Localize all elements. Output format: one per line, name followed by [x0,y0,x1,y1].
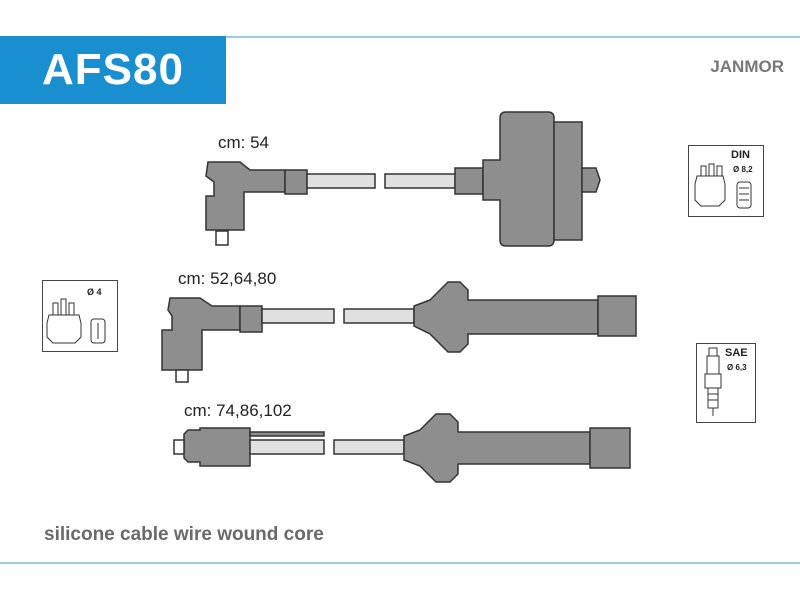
distributor-cap-din-icon [694,163,752,209]
cable-2-wire-right [343,308,415,324]
distributor-size: Ø 4 [87,287,102,297]
cable-3-straight-boot [183,427,251,467]
cable-2-plug-end [597,295,637,337]
cable-3-plug-boot [403,413,591,483]
cable-3-plug-end [589,427,631,469]
brand-name: JANMOR [710,57,784,76]
top-divider [226,36,800,38]
cable-1 [205,111,601,247]
distributor-cap-icon [46,298,106,344]
cable-1-coil-body [553,121,583,241]
cable-3-length-label: cm: 74,86,102 [184,401,292,420]
cable-3 [173,413,631,483]
din-size: Ø 8,2 [733,165,753,174]
cable-2-angled-boot [161,297,241,371]
cable-1-coil-tip [581,167,601,193]
cable-2-plug-boot [413,281,599,353]
cable-spec-text: silicone cable wire wound core [44,524,324,545]
cable-1-boot-ring [284,169,308,195]
din-tag: DIN [731,149,750,161]
cable-1-angled-boot [205,161,286,231]
cable-1-terminal [215,230,229,246]
sae-spark-plug-box: SAE Ø 6,3 [696,343,756,423]
part-code-badge: AFS80 [0,36,226,104]
cable-1-length-label: cm: 54 [218,133,270,152]
part-code: AFS80 [42,45,184,94]
cable-3-boot-ring [249,431,325,437]
cable-1-wire-right [384,173,456,189]
cable-2-length-label: cm: 52,64,80 [178,269,277,288]
cable-1-collar [454,167,484,195]
cable-1-wire-left [306,173,376,189]
bottom-divider [0,562,800,564]
cable-2-boot-ring [239,305,263,333]
spark-plug-sae-icon [704,347,722,416]
cable-3-wire-right [333,439,405,455]
cable-3-wire-left [249,439,325,455]
sae-tag: SAE [725,347,748,359]
cable-2-wire-left [261,308,335,324]
cable-2-terminal [175,369,189,383]
sae-size: Ø 6,3 [727,363,747,372]
din-distributor-box: DIN Ø 8,2 [688,145,764,217]
cable-2 [161,281,637,383]
distributor-box: Ø 4 [42,280,118,352]
cable-1-coil-connector [482,111,555,247]
cable-3-terminal [173,439,185,455]
